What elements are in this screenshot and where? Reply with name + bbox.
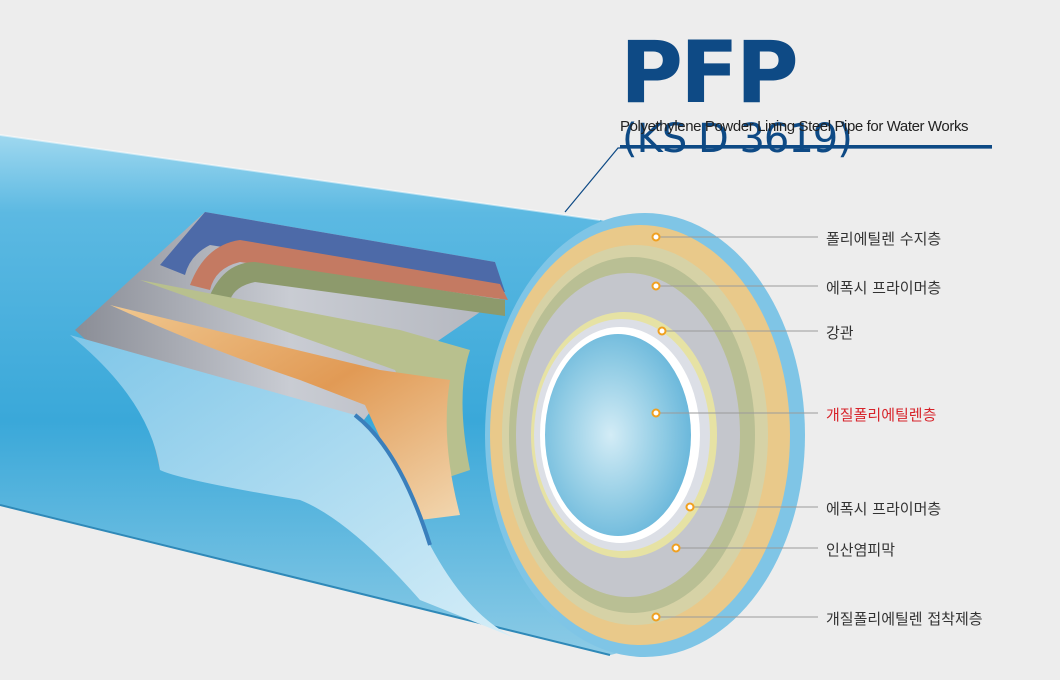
layer-label-epoxy-primer-inner: 에폭시 프라이머층 (826, 500, 942, 518)
marker-dot (685, 502, 695, 512)
layer-label-pe-resin: 폴리에틸렌 수지층 (826, 230, 942, 248)
product-title: PFP (620, 23, 799, 123)
peeled-layers (70, 212, 520, 640)
marker-dot (651, 408, 661, 418)
product-subtitle: Polyethylene Powder Lining Steel Pipe fo… (620, 118, 969, 135)
callout-markers (651, 232, 695, 622)
pipe-end-cross-section (485, 213, 805, 657)
layer-label-steel-pipe: 강관 (826, 324, 854, 342)
title-block: PFP(KS D 3619) (620, 30, 1000, 168)
marker-dot (657, 326, 667, 336)
callout-leaders (656, 236, 818, 618)
marker-dot (651, 232, 661, 242)
title-pointer-line (564, 147, 992, 213)
standard-code: (KS D 3619) (622, 116, 853, 162)
marker-dot (671, 543, 681, 553)
layer-label-modified-pe: 개질폴리에틸렌층 (826, 406, 937, 424)
marker-dot (651, 612, 661, 622)
layer-label-phosphate-coating: 인산염피막 (826, 541, 896, 559)
layer-label-modified-pe-adhesive: 개질폴리에틸렌 접착제층 (826, 610, 983, 628)
title-underline (620, 145, 992, 148)
marker-dot (651, 281, 661, 291)
layer-label-epoxy-primer-outer: 에폭시 프라이머층 (826, 279, 942, 297)
